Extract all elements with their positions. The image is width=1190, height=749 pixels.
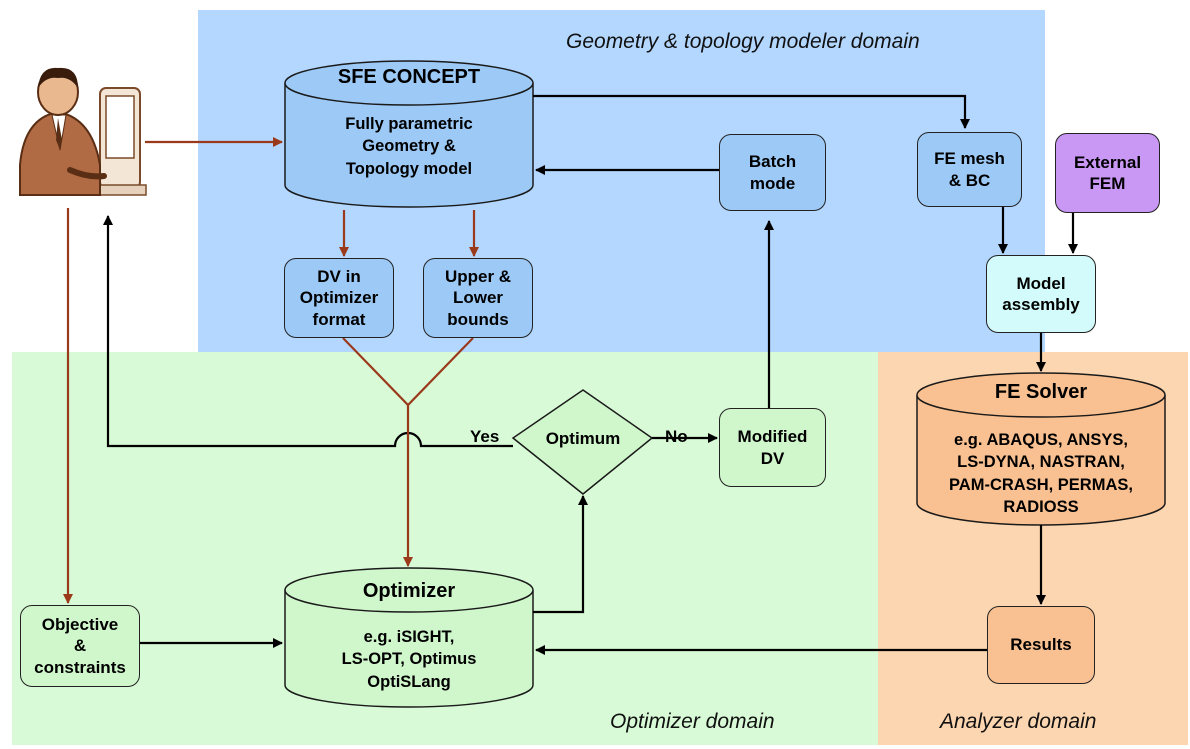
- model-assembly-line: assembly: [1002, 295, 1080, 314]
- fe-solver-line: RADIOSS: [1003, 497, 1079, 516]
- fe-mesh-line: & BC: [948, 170, 991, 190]
- objective-line: constraints: [34, 657, 126, 677]
- fe-solver-line: LS-DYNA, NASTRAN,: [957, 453, 1125, 472]
- dv-format-line: format: [312, 309, 366, 329]
- dv-format-line: DV in: [317, 267, 361, 287]
- objective-constraints-box: Objective & constraints: [20, 605, 140, 687]
- sfe-concept-title: SFE CONCEPT: [337, 66, 481, 88]
- results-label: Results: [1010, 635, 1072, 655]
- batch-mode-box: Batch mode: [719, 134, 826, 211]
- bounds-line: Upper &: [444, 267, 512, 287]
- no-label: No: [665, 427, 688, 446]
- optimizer-domain-label: Optimizer domain: [610, 710, 775, 733]
- bounds-line: Lower: [452, 288, 504, 308]
- optimizer-line: LS-OPT, Optimus: [341, 650, 477, 669]
- results-box: Results: [987, 606, 1095, 684]
- external-fem-line: FEM: [1089, 174, 1126, 193]
- sfe-concept-line: Geometry &: [362, 137, 456, 156]
- optimizer-line: OptiSLang: [367, 672, 451, 691]
- optimizer-cylinder-shape: [284, 567, 534, 708]
- sfe-concept-cylinder-shape: [284, 60, 534, 208]
- external-fem-line: External: [1073, 152, 1142, 172]
- dv-optimizer-format-box: DV in Optimizer format: [284, 258, 394, 338]
- fe-solver-line: PAM-CRASH, PERMAS,: [949, 475, 1133, 494]
- dv-format-line: Optimizer: [299, 288, 379, 308]
- sfe-concept-line: Fully parametric: [345, 115, 473, 133]
- sfe-concept-line: Topology model: [345, 159, 473, 178]
- modified-dv-line: Modified: [737, 427, 808, 447]
- upper-lower-bounds-box: Upper & Lower bounds: [423, 258, 533, 338]
- objective-line: &: [73, 636, 87, 656]
- bounds-line: bounds: [447, 309, 509, 329]
- optimum-decision-shape: [511, 389, 654, 495]
- batch-mode-line: mode: [749, 173, 796, 193]
- fe-solver-cylinder-shape: [916, 372, 1166, 526]
- optimizer-database: Optimizer e.g. iSIGHT, LS-OPT, Optimus O…: [285, 568, 533, 707]
- yes-label: Yes: [470, 427, 500, 446]
- sfe-concept-database: SFE CONCEPT Fully parametric Geometry & …: [285, 61, 533, 207]
- optimizer-title: Optimizer: [362, 580, 456, 602]
- fe-solver-line: e.g. ABAQUS, ANSYS,: [954, 431, 1128, 449]
- analyzer-domain-label: Analyzer domain: [940, 710, 1097, 733]
- geometry-domain-label: Geometry & topology modeler domain: [566, 30, 920, 53]
- objective-line: Objective: [41, 615, 119, 635]
- model-assembly-line: Model: [1016, 273, 1066, 293]
- optimum-label: Optimum: [545, 429, 621, 448]
- person-at-computer-icon: [19, 67, 147, 196]
- model-assembly-box: Model assembly: [986, 255, 1096, 333]
- fe-solver-title: FE Solver: [994, 381, 1088, 403]
- modified-dv-line: DV: [760, 448, 785, 468]
- modified-dv-box: Modified DV: [719, 408, 826, 487]
- optimizer-line: e.g. iSIGHT,: [363, 628, 455, 646]
- batch-mode-line: Batch: [748, 152, 797, 172]
- fe-mesh-line: FE mesh: [934, 149, 1005, 169]
- fe-solver-database: FE Solver e.g. ABAQUS, ANSYS, LS-DYNA, N…: [917, 373, 1165, 525]
- external-fem-box: External FEM: [1055, 133, 1160, 213]
- fe-mesh-box: FE mesh & BC: [917, 132, 1022, 207]
